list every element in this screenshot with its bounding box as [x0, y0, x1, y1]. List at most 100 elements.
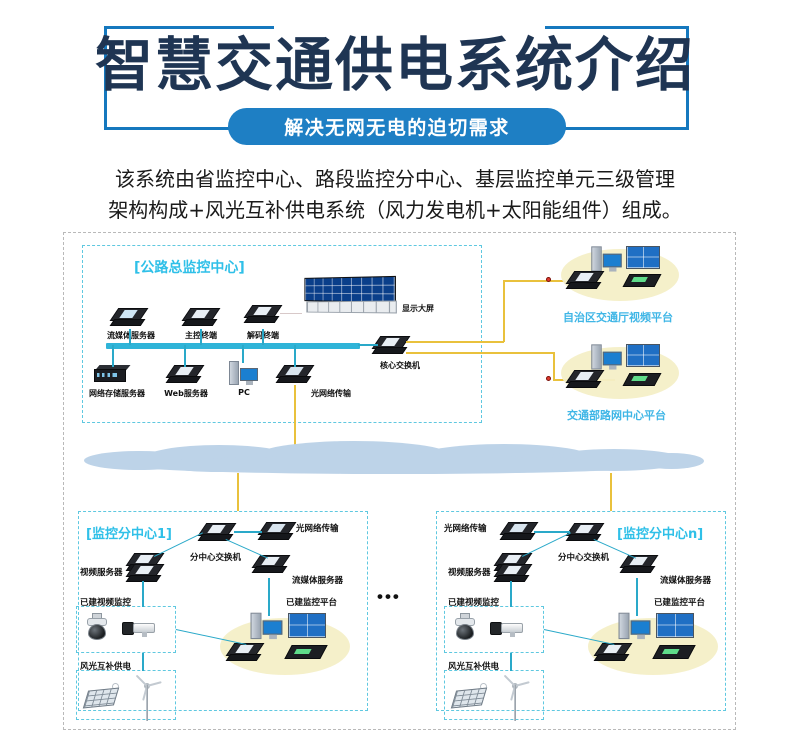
- label-sub1-power-supply: 风光互补供电: [80, 662, 132, 672]
- sub1-solar-panel-icon: [82, 683, 120, 709]
- label-sub1-stream-server: 流媒体服务器: [292, 576, 344, 586]
- label-sub1-existing-cameras: 已建视频监控: [80, 598, 132, 608]
- uplink-yellow-h2: [406, 352, 554, 354]
- subn-wire-switch-fiber: [534, 531, 570, 533]
- master-control-terminal-icon: [181, 308, 221, 329]
- subn-platform-pc-icon: [618, 612, 652, 642]
- sub1-wire-stream-to-platform: [268, 578, 270, 616]
- display-wall-icon: [300, 275, 397, 314]
- description-line-2: 架构构成+风光互补供电系统（风力发电机+太阳能组件）组成。: [108, 198, 682, 222]
- sub-center-ellipsis: •••: [377, 587, 401, 606]
- cloud-downlink-left: [237, 473, 239, 525]
- uplink-yellow-h1: [406, 341, 504, 343]
- panel-label-sub-center-n: [监控分中心n]: [617, 527, 704, 542]
- sub1-wire-videoserver-cameras: [142, 581, 144, 607]
- platform-2-pc-icon: [591, 344, 623, 371]
- core-switch-icon: [371, 336, 411, 357]
- optical-network-transmission-icon: [275, 365, 315, 386]
- subn-fiber-icon: [499, 522, 539, 543]
- subn-wind-turbine-icon: [500, 674, 530, 721]
- panel-sub-center-1: [78, 511, 368, 711]
- sub1-fiber-icon: [257, 522, 297, 543]
- backbone-bus: [106, 343, 360, 349]
- platform-1-pc-icon: [591, 246, 623, 273]
- uplink-yellow-v1: [503, 281, 505, 342]
- junction-dot-platform-2: [546, 376, 551, 381]
- architecture-diagram: [公路总监控中心] 流媒体服务器 主控终端 解码终端 显示大屏 网络存储服务器 …: [63, 232, 736, 730]
- sub1-platform-wall-monitor-icon: [288, 613, 326, 638]
- label-optical-network-transmission: 光网络传输: [311, 389, 351, 398]
- cloud-downlink-right: [610, 473, 612, 525]
- wire-pc-to-bus: [242, 345, 244, 363]
- sub1-video-server-icon: [125, 553, 165, 583]
- label-platform-ministry-roadnet: 交通部路网中心平台: [567, 409, 666, 422]
- subn-wire-stream-to-platform: [636, 578, 638, 616]
- wire-bus-to-core-switch: [358, 344, 378, 346]
- subn-platform-wall-monitor-icon: [656, 613, 694, 638]
- label-subn-branch-switch: 分中心交换机: [558, 553, 610, 563]
- label-sub1-video-server: 视频服务器: [80, 568, 123, 578]
- wire-decoder-to-display-wall: [280, 313, 302, 314]
- label-pc: PC: [238, 388, 250, 397]
- platform-1-wall-monitor-icon: [626, 246, 660, 269]
- panel-sub-center-n: [436, 511, 726, 711]
- sub1-platform-pc-icon: [250, 612, 284, 642]
- streaming-media-server-icon: [109, 308, 149, 329]
- label-core-switch: 核心交换机: [380, 361, 420, 370]
- label-web-server: Web服务器: [164, 389, 208, 398]
- decoding-terminal-icon: [243, 305, 283, 326]
- header-block: 智慧交通供电系统介绍 解决无网无电的迫切需求: [0, 0, 790, 150]
- subn-wire-videoserver-cameras: [510, 581, 512, 607]
- wire-fiber-to-bus: [294, 345, 296, 367]
- description-text: 该系统由省监控中心、路段监控分中心、基层监控单元三级管理 架构构成+风光互补供电…: [0, 164, 790, 226]
- sub1-wire-cameras-power: [142, 653, 144, 671]
- panel-main-monitoring-center: [82, 245, 482, 423]
- sub1-power-group: [76, 670, 176, 720]
- junction-dot-platform-1: [546, 277, 551, 282]
- title-frame-top-right-segment: [545, 26, 689, 29]
- label-sub1-existing-platform: 已建监控平台: [286, 598, 338, 608]
- subn-bullet-camera-icon: [490, 621, 524, 637]
- label-subn-fiber: 光网络传输: [444, 524, 487, 534]
- label-subn-video-server: 视频服务器: [448, 568, 491, 578]
- label-streaming-media-server: 流媒体服务器: [107, 331, 155, 340]
- web-server-icon: [165, 365, 205, 386]
- sub1-cameras-group: [76, 606, 176, 653]
- subn-stream-server-icon: [619, 555, 659, 576]
- subn-dome-camera-icon: [454, 613, 476, 641]
- uplink-yellow-h1b: [503, 280, 565, 282]
- label-sub1-fiber: 光网络传输: [296, 524, 339, 534]
- subn-cameras-group: [444, 606, 544, 653]
- sub1-wind-turbine-icon: [132, 674, 162, 721]
- label-subn-power-supply: 风光互补供电: [448, 662, 500, 672]
- label-subn-stream-server: 流媒体服务器: [660, 576, 712, 586]
- subtitle-badge: 解决无网无电的迫切需求: [228, 108, 566, 145]
- wire-decoder-to-bus: [262, 329, 264, 345]
- panel-label-sub-center-1: [监控分中心1]: [86, 527, 172, 542]
- subn-platform-switch-icon: [593, 643, 633, 664]
- sub1-bullet-camera-icon: [122, 621, 156, 637]
- wire-master-to-bus: [200, 329, 202, 345]
- subn-wire-cameras-power: [510, 653, 512, 671]
- description-line-1: 该系统由省监控中心、路段监控分中心、基层监控单元三级管理: [115, 167, 675, 191]
- sub1-wire-switch-fiber: [234, 531, 262, 533]
- network-cloud-icon: [84, 439, 704, 475]
- wire-web-to-bus: [184, 345, 186, 367]
- sub1-platform-switch-icon: [225, 643, 265, 664]
- platform-1-switch-icon: [565, 271, 605, 292]
- sub1-platform-console-icon: [284, 645, 328, 659]
- panel-label-main-center: [公路总监控中心]: [134, 260, 245, 276]
- label-subn-existing-cameras: 已建视频监控: [448, 598, 500, 608]
- pc-workstation-icon: [229, 361, 259, 387]
- network-storage-server-icon: [94, 365, 131, 385]
- label-network-storage-server: 网络存储服务器: [89, 389, 145, 398]
- platform-2-wall-monitor-icon: [626, 344, 660, 367]
- downlink-to-cloud: [294, 385, 296, 451]
- subn-solar-panel-icon: [450, 683, 488, 709]
- subn-platform-console-icon: [652, 645, 696, 659]
- subn-power-group: [444, 670, 544, 720]
- sub1-dome-camera-icon: [86, 613, 108, 641]
- platform-2-switch-icon: [565, 370, 605, 391]
- title-frame-top-left-segment: [104, 26, 274, 29]
- wire-stream-to-bus: [129, 329, 131, 345]
